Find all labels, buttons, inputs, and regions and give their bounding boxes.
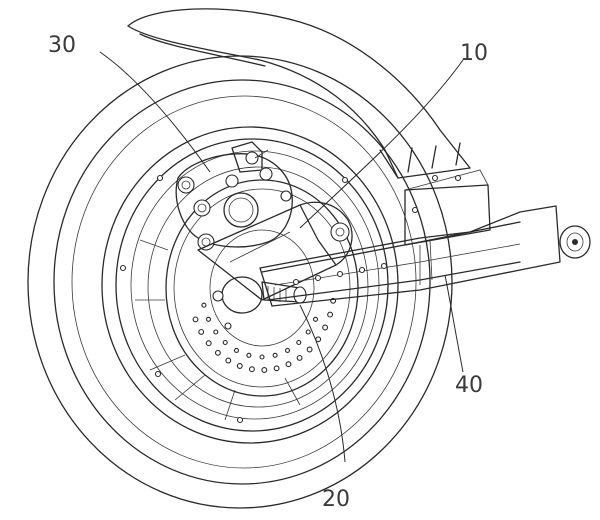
brake-caliper <box>175 141 293 251</box>
label-20: 20 <box>322 487 350 512</box>
disc-hole <box>284 347 291 353</box>
disc-hole <box>214 349 221 356</box>
disc-hole <box>285 361 292 368</box>
callout-leaders <box>99 51 464 463</box>
disc-hole <box>236 363 243 369</box>
disc-hole <box>306 346 313 353</box>
fender <box>127 8 471 179</box>
disc-hole <box>259 354 265 360</box>
disc-hole <box>205 316 212 322</box>
disc-hole <box>305 329 311 335</box>
axle <box>212 276 307 330</box>
disc-hole <box>201 302 207 308</box>
swing-arm <box>259 142 591 307</box>
disc-hole <box>322 324 329 331</box>
disc-hole <box>261 367 268 373</box>
disc-hole <box>192 316 199 323</box>
disc-hole <box>213 329 219 335</box>
disc-hole <box>233 347 240 353</box>
label-10: 10 <box>460 41 488 66</box>
disc-hole <box>248 366 255 373</box>
disc-hole <box>205 340 212 347</box>
label-30: 30 <box>48 33 76 58</box>
disc-hole <box>273 365 280 372</box>
disc-hole <box>312 316 319 322</box>
disc-hole <box>198 328 205 335</box>
disc-hole <box>272 352 278 358</box>
disc-hole <box>225 357 232 364</box>
label-40: 40 <box>455 373 483 398</box>
disc-hole <box>296 339 302 346</box>
disc-hole <box>296 354 303 361</box>
brake-disc <box>165 179 359 397</box>
disc-hole <box>327 311 334 318</box>
disc-hole <box>222 339 228 346</box>
motor-bracket <box>197 201 353 301</box>
disc-hole <box>246 352 252 358</box>
wheel-hub <box>101 126 399 444</box>
